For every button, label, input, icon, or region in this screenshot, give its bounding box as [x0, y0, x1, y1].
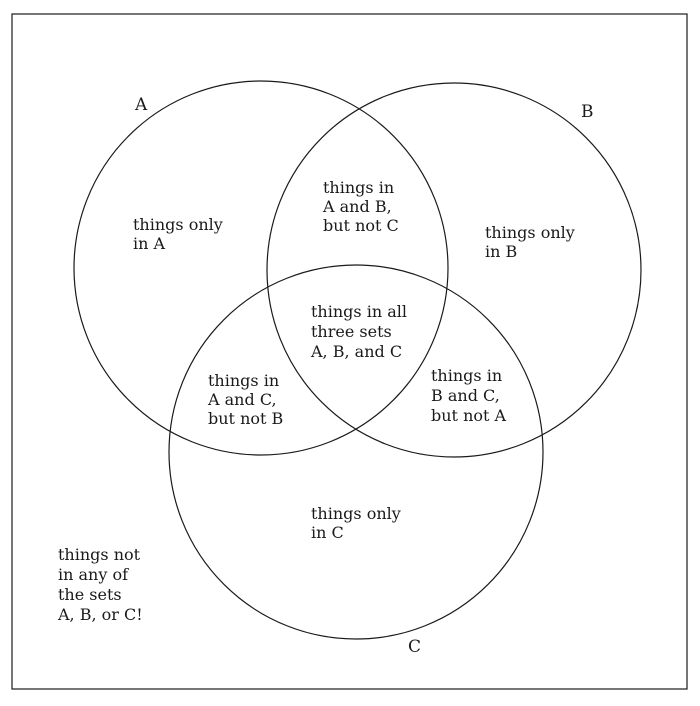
region-a-and-b-line: A and B, — [322, 197, 392, 216]
universe-frame — [11, 13, 688, 690]
region-outside-label: things not in any of the sets A, B, or C… — [57, 545, 145, 624]
region-all-three-line: A, B, and C — [310, 342, 402, 361]
region-only-b-label: things only in B — [485, 223, 580, 261]
set-label-b: B — [581, 102, 594, 122]
region-a-and-c-label: things in A and C, but not B — [207, 371, 284, 428]
region-b-and-c-line: B and C, — [431, 386, 500, 405]
region-outside-line: the sets — [58, 585, 122, 604]
region-b-and-c-label: things in B and C, but not A — [431, 366, 507, 425]
region-only-b-line: in B — [485, 242, 517, 261]
set-label-a: A — [134, 95, 148, 115]
region-a-and-b-label: things in A and B, but not C — [322, 178, 399, 235]
circle-b — [266, 82, 642, 458]
region-all-three-line: things in all — [311, 302, 407, 321]
region-outside-line: A, B, or C! — [57, 605, 143, 624]
circle-c — [168, 264, 544, 640]
region-b-and-c-line: but not A — [431, 406, 507, 425]
region-outside-line: in any of — [58, 565, 129, 584]
region-only-c-line: in C — [311, 523, 344, 542]
region-only-b-line: things only — [485, 223, 575, 242]
region-only-a-line: things only — [133, 215, 223, 234]
region-a-and-b-line: but not C — [323, 216, 399, 235]
region-only-c-label: things only in C — [311, 504, 406, 542]
region-a-and-b-line: things in — [323, 178, 394, 197]
region-a-and-c-line: A and C, — [207, 390, 277, 409]
region-outside-line: things not — [58, 545, 141, 564]
region-only-a-label: things only in A — [133, 215, 228, 253]
set-label-c: C — [408, 637, 421, 657]
region-all-three-label: things in all three sets A, B, and C — [310, 302, 412, 361]
region-b-and-c-line: things in — [431, 366, 502, 385]
region-a-and-c-line: things in — [208, 371, 279, 390]
region-all-three-line: three sets — [311, 322, 392, 341]
region-only-c-line: things only — [311, 504, 401, 523]
region-only-a-line: in A — [133, 234, 166, 253]
circle-a — [73, 80, 449, 456]
region-a-and-c-line: but not B — [208, 409, 283, 428]
